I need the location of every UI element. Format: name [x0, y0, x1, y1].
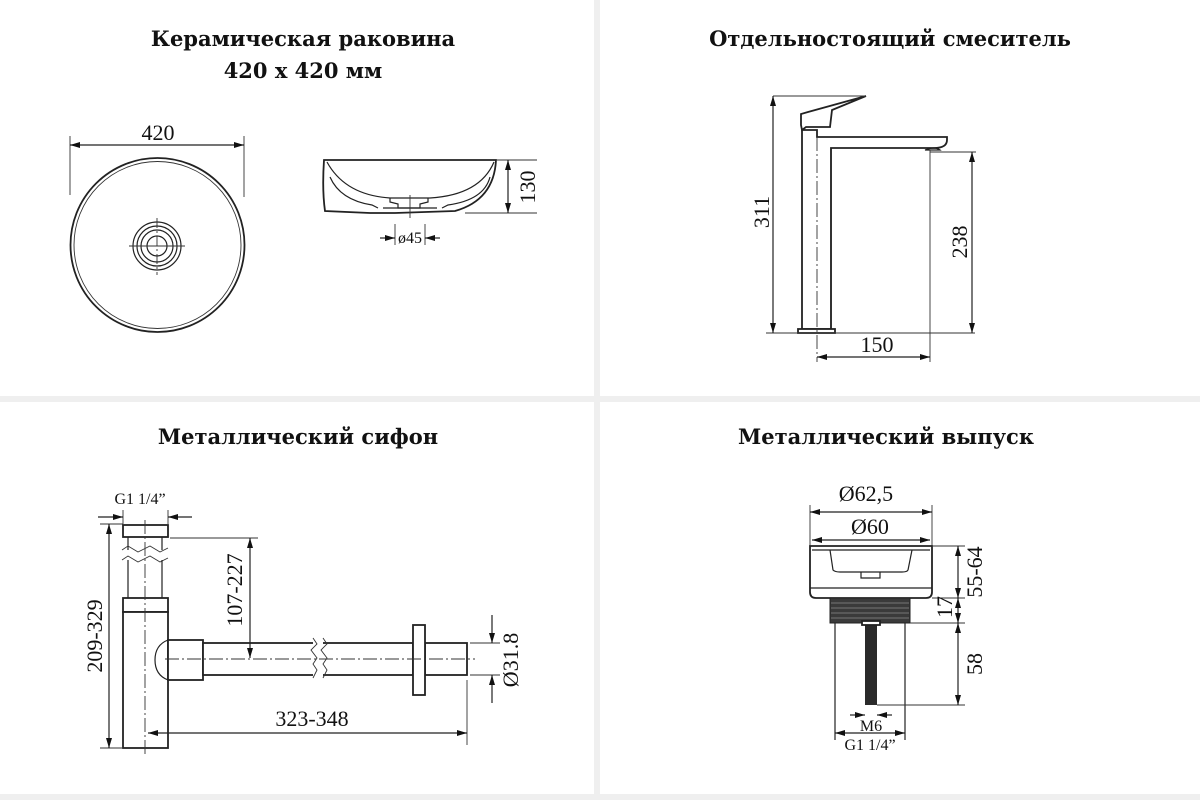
sink-title-line2: 420 x 420 мм [224, 58, 383, 83]
panel-faucet [600, 0, 1200, 396]
siphon-thread-label: G1 1/4” [114, 491, 165, 508]
drain-thread-label: G1 1/4” [844, 737, 895, 754]
drain-drawing: Металлический выпуск Ø62,5 Ø60 55-64 17 … [738, 424, 1034, 754]
faucet-drawing: Отдельностоящий смеситель 311 238 150 [709, 26, 1071, 362]
sink-side-view: 130 ø45 [322, 159, 540, 247]
sink-width-label: 420 [142, 120, 175, 145]
sink-drain-label: ø45 [398, 230, 422, 247]
faucet-reach-label: 150 [861, 332, 894, 357]
drain-range-label: 55-64 [962, 546, 987, 597]
drain-title: Металлический выпуск [738, 424, 1034, 449]
siphon-drawing: Металлический сифон G1 1/4” 209-329 107-… [82, 424, 523, 755]
drain-58-label: 58 [962, 653, 987, 675]
faucet-title: Отдельностоящий смеситель [709, 26, 1071, 51]
sink-title-line1: Керамическая раковина [151, 26, 456, 51]
siphon-length-label: 323-348 [275, 706, 348, 731]
siphon-height-label: 209-329 [82, 599, 107, 672]
faucet-spout-height-label: 238 [947, 226, 972, 259]
siphon-inlet-height-label: 107-227 [222, 553, 247, 626]
sink-top-view: 420 [69, 120, 246, 333]
drain-17-label: 17 [932, 596, 957, 618]
drain-inner-diameter-label: Ø60 [851, 514, 889, 539]
siphon-title: Металлический сифон [158, 424, 438, 449]
sink-height-label: 130 [515, 171, 540, 204]
panel-siphon [0, 402, 594, 794]
siphon-pipe-diameter-label: Ø31.8 [498, 633, 523, 687]
sink-drawing: Керамическая раковина 420 x 420 мм 420 [69, 26, 540, 333]
faucet-height-label: 311 [749, 196, 774, 228]
drain-outer-diameter-label: Ø62,5 [839, 481, 893, 506]
